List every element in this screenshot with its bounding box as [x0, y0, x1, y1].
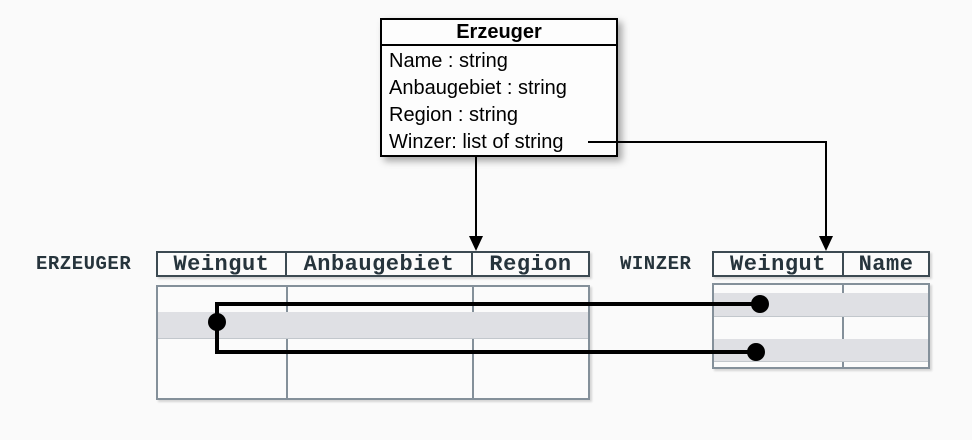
arrow-winzer-attr-head-icon [819, 236, 833, 251]
winzer-header-cell-weingut: Weingut [730, 253, 826, 275]
erzeuger-column-divider-2 [472, 287, 474, 398]
class-attribute-region: Region : string [389, 104, 518, 126]
erzeuger-header-cell-anbaugebiet: Anbaugebiet [284, 253, 471, 275]
erzeuger-header-cell-region: Region [471, 253, 588, 275]
relation-dot-erzeuger [208, 313, 226, 331]
class-attribute-list: Name : string Anbaugebiet : string Regio… [382, 46, 616, 156]
uml-class-box: Erzeuger Name : string Anbaugebiet : str… [380, 18, 618, 157]
arrow-class-to-erzeuger-line [475, 156, 477, 240]
class-title: Erzeuger [382, 20, 616, 46]
class-attribute-winzer: Winzer: list of string [389, 131, 564, 153]
table-label-erzeuger: ERZEUGER [36, 253, 132, 275]
relation-line-lower [215, 350, 758, 354]
relation-line-upper [215, 302, 762, 306]
erzeuger-column-divider-1 [286, 287, 288, 398]
winzer-header-cell-name: Name [842, 253, 928, 275]
erzeuger-table-header: Weingut Anbaugebiet Region [156, 251, 590, 277]
erzeuger-row-highlight [158, 312, 588, 339]
class-attribute-name: Name : string [389, 50, 508, 72]
winzer-row-highlight-2 [714, 339, 928, 362]
relation-dot-winzer-1 [751, 295, 769, 313]
arrow-class-to-erzeuger-head-icon [469, 236, 483, 251]
winzer-table-body [712, 283, 930, 369]
arrow-winzer-attr-vertical-line [825, 141, 827, 240]
table-label-winzer: WINZER [620, 253, 692, 275]
relation-dot-winzer-2 [747, 343, 765, 361]
winzer-column-divider [842, 285, 844, 367]
erzeuger-header-cell-weingut: Weingut [173, 253, 270, 275]
arrow-winzer-attr-horizontal-line [588, 141, 827, 143]
class-attribute-anbaugebiet: Anbaugebiet : string [389, 77, 567, 99]
winzer-table-header: Weingut Name [712, 251, 930, 277]
